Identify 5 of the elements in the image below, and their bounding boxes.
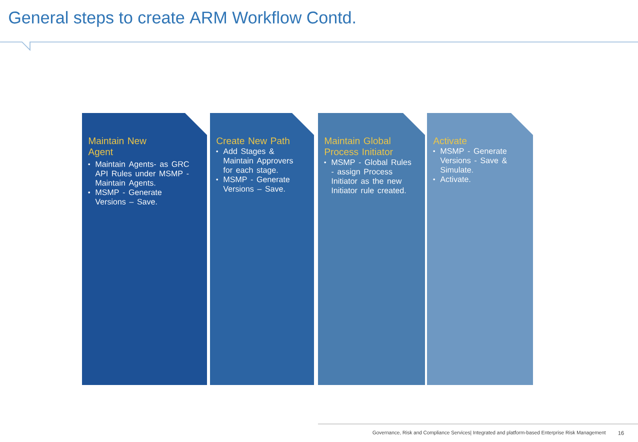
chevron-panel: Maintain Global Process Initiator MSMP - Global Rules - assign Process Initiator as the new Initiator rule created. (318, 113, 425, 385)
title: General steps to create ARM Workflow Contd. (9, 11, 355, 27)
chevron-panel: Maintain New Agent Maintain Agents- as GRC API Rules under MSMP - Maintain Agents. MSMP - Generate Versions – Save. (82, 113, 207, 385)
chevron-panel: Activate MSMP - Generate Versions - Save & Simulate. Activate. (427, 113, 533, 385)
chevron-panel: Create New Path Add Stages & Maintain Approvers for each stage. MSMP - Generate Versions – Save. (210, 113, 314, 385)
